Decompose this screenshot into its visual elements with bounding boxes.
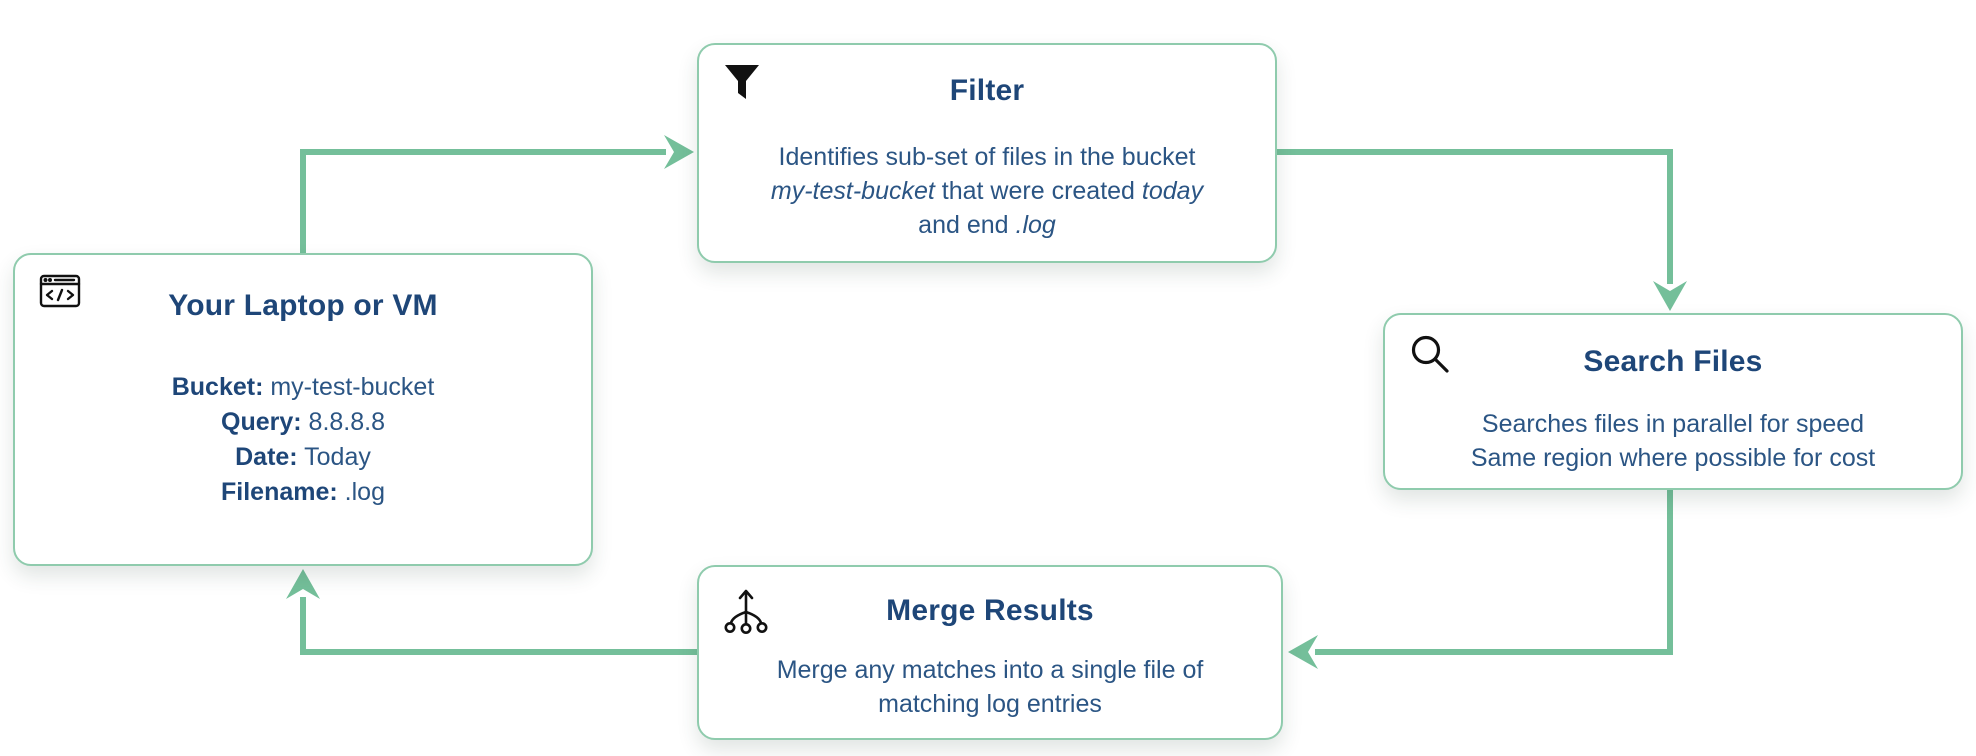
node-title: Search Files	[1583, 345, 1763, 378]
arrowhead-up-icon	[286, 569, 320, 599]
node-title: Your Laptop or VM	[168, 289, 438, 322]
node-title: Merge Results	[886, 594, 1094, 627]
search-node: Search Files Searches files in parallel …	[1383, 313, 1963, 490]
node-description: Identifies sub-set of files in the bucke…	[770, 143, 1204, 239]
connector-merge-to-laptop	[300, 597, 697, 655]
laptop-node: Your Laptop or VM Bucket: my-test-bucket…	[13, 253, 593, 566]
arrowhead-left-icon	[1288, 635, 1318, 669]
arrowhead-down-icon	[1653, 281, 1687, 311]
arrowhead-right-icon	[664, 135, 694, 169]
merge-node: Merge Results Merge any matches into a s…	[697, 565, 1283, 740]
connector-laptop-to-filter	[300, 149, 666, 253]
node-title: Filter	[949, 74, 1025, 107]
search-icon	[1409, 333, 1451, 380]
connector-filter-to-search	[1277, 149, 1673, 284]
filter-node: Filter Identifies sub-set of files in th…	[697, 43, 1277, 263]
connector-search-to-merge	[1315, 490, 1673, 655]
code-window-icon	[39, 273, 81, 314]
merge-icon	[723, 585, 769, 640]
funnel-icon	[723, 63, 761, 110]
